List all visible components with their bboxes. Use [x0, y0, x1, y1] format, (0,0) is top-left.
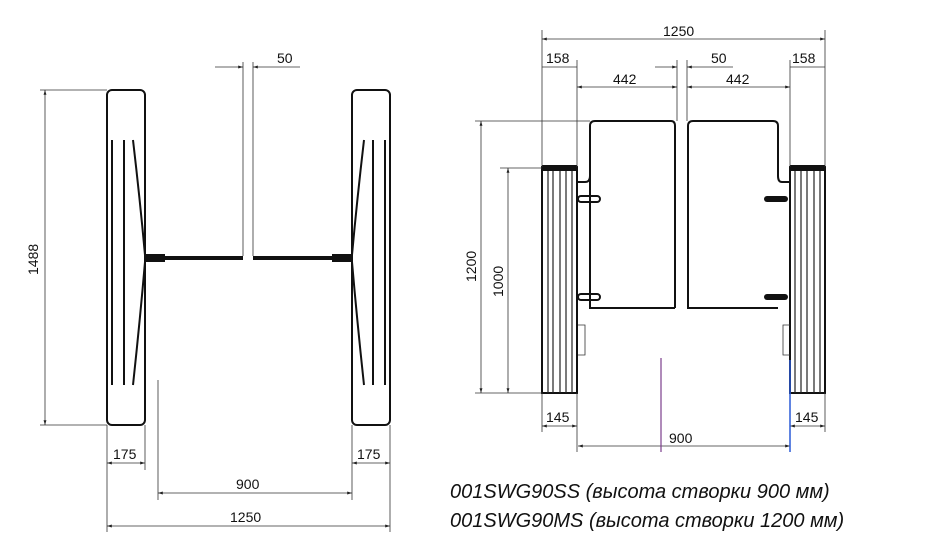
left-post-front	[541, 165, 578, 394]
dim-front-post-top-right: 158	[792, 50, 816, 66]
left-post-outline	[106, 89, 146, 426]
dim-top-overall: 1250	[230, 509, 261, 525]
dim-front-post-height: 1000	[490, 266, 506, 297]
dim-front-gate-right: 442	[726, 71, 750, 87]
dim-front-passage: 900	[669, 430, 693, 446]
dim-top-passage: 900	[236, 476, 260, 492]
right-post-front	[789, 165, 826, 394]
dim-top-length: 1488	[25, 244, 41, 275]
caption-model-ss: 001SWG90SS (высота створки 900 мм)	[450, 481, 830, 503]
right-arm	[253, 256, 352, 260]
dim-front-gate-left: 442	[613, 71, 637, 87]
left-gate	[577, 120, 676, 308]
dim-top-post-right: 175	[357, 446, 381, 462]
left-arm	[145, 256, 243, 260]
dim-front-post-top-left: 158	[546, 50, 570, 66]
right-gate	[687, 120, 790, 309]
dim-front-gate-height: 1200	[463, 251, 479, 282]
dim-front-gap: 50	[711, 50, 727, 66]
top-view: 50 1488 175 175 900 1250	[25, 50, 391, 532]
right-post-outline	[351, 89, 391, 426]
caption-model-ms: 001SWG90MS (высота створки 1200 мм)	[450, 510, 845, 532]
dim-top-gap: 50	[277, 50, 293, 66]
dim-top-post-left: 175	[113, 446, 137, 462]
dim-front-base-right: 145	[795, 409, 819, 425]
dim-front-base-left: 145	[546, 409, 570, 425]
front-view: 1250 158 158 50 442 442 1200 1000 145	[463, 23, 826, 452]
dim-front-overall: 1250	[663, 23, 694, 39]
